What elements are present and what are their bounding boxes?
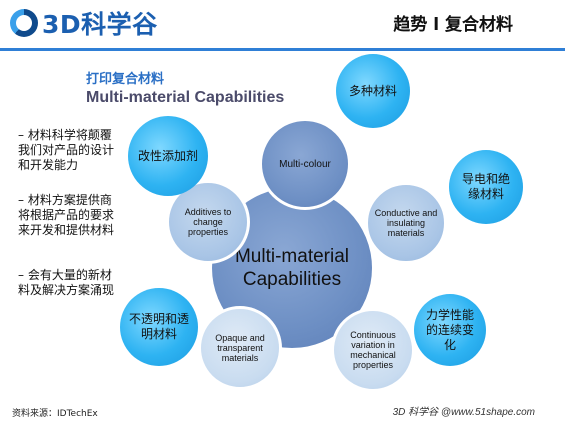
node-multi-colour-label: Multi-colour (279, 158, 331, 170)
callout-additives: 改性添加剂 (128, 116, 208, 196)
callout-opaque: 不透明和透明材料 (120, 288, 198, 366)
subtitle-english: Multi-material Capabilities (86, 89, 285, 106)
bullet-item: – 材料方案提供商将根据产品的要求来开发和提供材料 (18, 193, 115, 237)
header-divider (0, 48, 565, 51)
bullet-item: – 会有大量的新材料及解决方案涌现 (18, 268, 115, 297)
node-continuous: Continuous variation in mechanical prope… (331, 308, 415, 392)
callout-multi-material: 多种材料 (336, 54, 410, 128)
callout-conductive-label: 导电和绝缘材料 (461, 172, 510, 201)
bullet-item: – 材料科学将颠覆我们对产品的设计和开发能力 (18, 128, 115, 172)
node-multi-colour: Multi-colour (259, 118, 351, 210)
callout-opaque-label: 不透明和透明材料 (128, 312, 189, 341)
callout-multi-material-label: 多种材料 (348, 83, 397, 98)
node-conductive-label: Conductive and insulating materials (374, 208, 438, 238)
footer-source: 资料来源：IDTechEx (12, 409, 98, 419)
logo-text: 3D科学谷 (42, 10, 158, 39)
logo-ring-icon (10, 9, 38, 37)
footer-site: 3D 科学谷 @www.51shape.com (392, 407, 535, 418)
logo: 3D科学谷 (10, 6, 158, 40)
node-opaque-label: Opaque and transparent materials (215, 333, 265, 363)
node-additives: Additives to change properties (166, 180, 250, 264)
slide-title: 趋势 l 复合材料 (393, 15, 513, 35)
header-bar (0, 0, 565, 44)
center-node-label: Multi-material Capabilities (234, 246, 350, 290)
node-conductive: Conductive and insulating materials (365, 182, 447, 264)
callout-conductive: 导电和绝缘材料 (449, 150, 523, 224)
node-additives-label: Additives to change properties (184, 207, 232, 237)
node-continuous-label: Continuous variation in mechanical prope… (350, 330, 396, 370)
callout-mechanical-label: 力学性能的连续变化 (425, 307, 474, 352)
callout-mechanical: 力学性能的连续变化 (414, 294, 486, 366)
subtitle-chinese: 打印复合材料 (86, 72, 165, 87)
callout-additives-label: 改性添加剂 (137, 148, 198, 163)
node-opaque: Opaque and transparent materials (198, 306, 282, 390)
